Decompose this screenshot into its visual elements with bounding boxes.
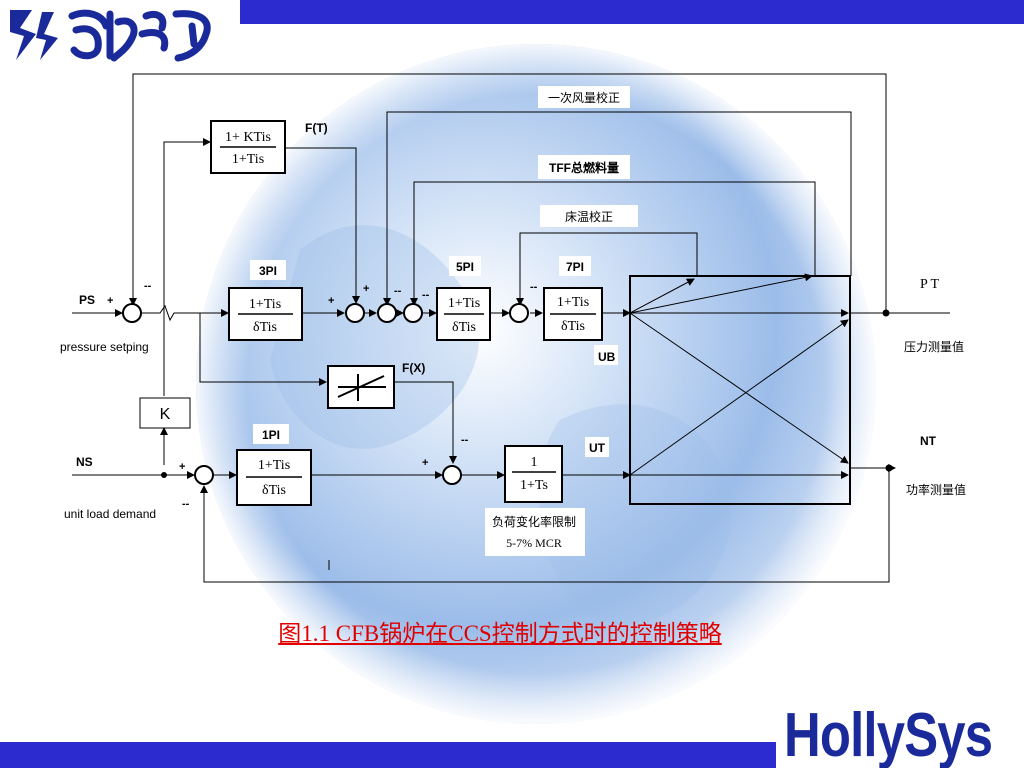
s4-minus-sign: -- xyxy=(422,289,430,301)
ns-plus-sign: + xyxy=(179,461,185,473)
ps-summing-junction xyxy=(122,303,142,323)
s2-plus-sign: + xyxy=(328,295,334,307)
ps-label: PS xyxy=(79,293,95,307)
ut-label: UT xyxy=(589,441,606,455)
pt-junction-dot xyxy=(882,309,890,317)
ft-label: F(T) xyxy=(305,121,328,135)
top-accent-bar xyxy=(240,0,1024,24)
7pi-title: 7PI xyxy=(566,260,584,274)
ps-minus-sign: -- xyxy=(144,280,152,292)
bed-temp-line xyxy=(516,232,698,306)
sum-junction-2 xyxy=(345,303,365,323)
fx-branch-line xyxy=(199,313,327,386)
primary-air-correction-label: 一次风量校正 xyxy=(548,90,620,105)
sum-junction-3 xyxy=(377,303,397,323)
s5-minus-sign: -- xyxy=(530,281,538,293)
zhili-logo-icon xyxy=(10,9,211,62)
ns-label: NS xyxy=(76,455,93,469)
boiler-turbine-box xyxy=(629,275,851,505)
tff-label: TFF总燃料量 xyxy=(549,160,619,175)
s3-plus-sign: + xyxy=(363,283,369,295)
ut-minus-sign: -- xyxy=(461,434,469,446)
pressure-setpoint-label: pressure setping xyxy=(60,340,149,354)
load-rate-limit-label: 负荷变化率限制 xyxy=(492,514,576,529)
bottom-accent-bar xyxy=(0,742,776,768)
lag-numerator: 1 xyxy=(531,455,538,470)
nt-junction-dot xyxy=(885,464,893,472)
unit-load-demand-label: unit load demand xyxy=(64,507,156,521)
ft-denominator: 1+Tis xyxy=(232,152,264,167)
mcr-range-label: 5-7% MCR xyxy=(506,536,562,550)
hollysys-brand: HollySys xyxy=(784,701,993,768)
ft-branch-line xyxy=(163,138,211,313)
k-label: K xyxy=(160,406,171,423)
5pi-denominator: δTis xyxy=(452,320,476,335)
nt-feedback-line xyxy=(200,468,890,583)
primary-air-line xyxy=(383,111,852,306)
ft-output-line xyxy=(285,147,360,304)
ut-summing-junction xyxy=(442,465,462,485)
lag-block xyxy=(504,445,563,503)
ub-label: UB xyxy=(598,350,616,364)
3pi-title: 3PI xyxy=(259,264,277,278)
ns-minus-sign: -- xyxy=(182,498,190,510)
ft-numerator: 1+ KTis xyxy=(225,130,271,145)
nt-label: NT xyxy=(920,434,937,448)
3pi-denominator: δTis xyxy=(253,320,277,335)
ut-plus-sign: + xyxy=(422,457,428,469)
1pi-denominator: δTis xyxy=(262,483,286,498)
sum-junction-5 xyxy=(509,303,529,323)
pressure-measured-label: 压力测量值 xyxy=(904,339,964,354)
fx-label: F(X) xyxy=(402,361,425,375)
sum-junction-4 xyxy=(403,303,423,323)
s3-minus-sign: -- xyxy=(394,285,402,297)
pt-label: P T xyxy=(920,277,940,292)
tff-line xyxy=(410,181,816,306)
power-measured-label: 功率测量值 xyxy=(906,482,966,497)
ps-plus-sign: + xyxy=(107,295,113,307)
1pi-numerator: 1+Tis xyxy=(258,458,290,473)
1pi-title: 1PI xyxy=(262,428,280,442)
ps-to-3pi-line xyxy=(142,304,229,322)
7pi-numerator: 1+Tis xyxy=(557,295,589,310)
5pi-numerator: 1+Tis xyxy=(448,296,480,311)
5pi-title: 5PI xyxy=(456,260,474,274)
figure-caption: 图1.1 CFB锅炉在CCS控制方式时的控制策略 xyxy=(278,621,722,646)
k-block xyxy=(139,397,191,429)
3pi-numerator: 1+Tis xyxy=(249,297,281,312)
ns-summing-junction xyxy=(194,465,214,485)
7pi-denominator: δTis xyxy=(561,319,585,334)
bed-temp-label: 床温校正 xyxy=(565,209,613,224)
fx-output-line xyxy=(395,381,457,464)
lag-denominator: 1+Ts xyxy=(520,478,548,493)
pt-feedback-line xyxy=(129,73,887,313)
